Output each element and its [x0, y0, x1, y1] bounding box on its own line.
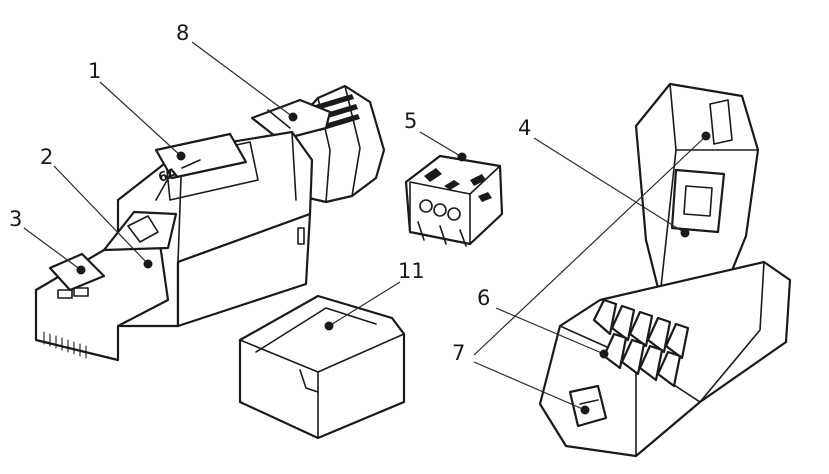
plug-nose	[34, 210, 178, 362]
rj45-plug-assembly: 6A	[34, 84, 386, 362]
callout-label-5: 5	[404, 109, 417, 133]
callout-label-3: 3	[9, 207, 22, 231]
latch-clip	[568, 384, 608, 428]
callout-5: 5	[404, 109, 467, 162]
cable-boot	[250, 84, 386, 204]
plug-marking-6a: 6A	[157, 166, 180, 186]
callout-label-4: 4	[518, 116, 531, 140]
callout-label-2: 2	[40, 145, 53, 169]
wire-guide-insert	[404, 154, 504, 247]
dust-cap	[238, 294, 406, 440]
insert-markings	[424, 168, 492, 202]
callout-2: 2	[40, 145, 153, 269]
termination-housing	[538, 82, 792, 458]
callout-7: 7	[452, 131, 711, 415]
hinged-lid	[634, 82, 760, 302]
callout-1: 1	[88, 59, 186, 161]
callout-label-11: 11	[398, 259, 425, 283]
callout-label-6: 6	[477, 286, 490, 310]
callout-4: 4	[518, 116, 690, 238]
callout-label-7: 7	[452, 341, 465, 365]
callout-6: 6	[477, 286, 609, 359]
idc-terminals	[592, 298, 690, 388]
callout-3: 3	[9, 207, 86, 275]
callout-label-1: 1	[88, 59, 101, 83]
contact-slots	[43, 331, 87, 359]
callout-8: 8	[176, 21, 298, 122]
latch-lever: 6A	[154, 132, 248, 186]
callout-11: 11	[324, 259, 425, 331]
callout-label-8: 8	[176, 21, 189, 45]
